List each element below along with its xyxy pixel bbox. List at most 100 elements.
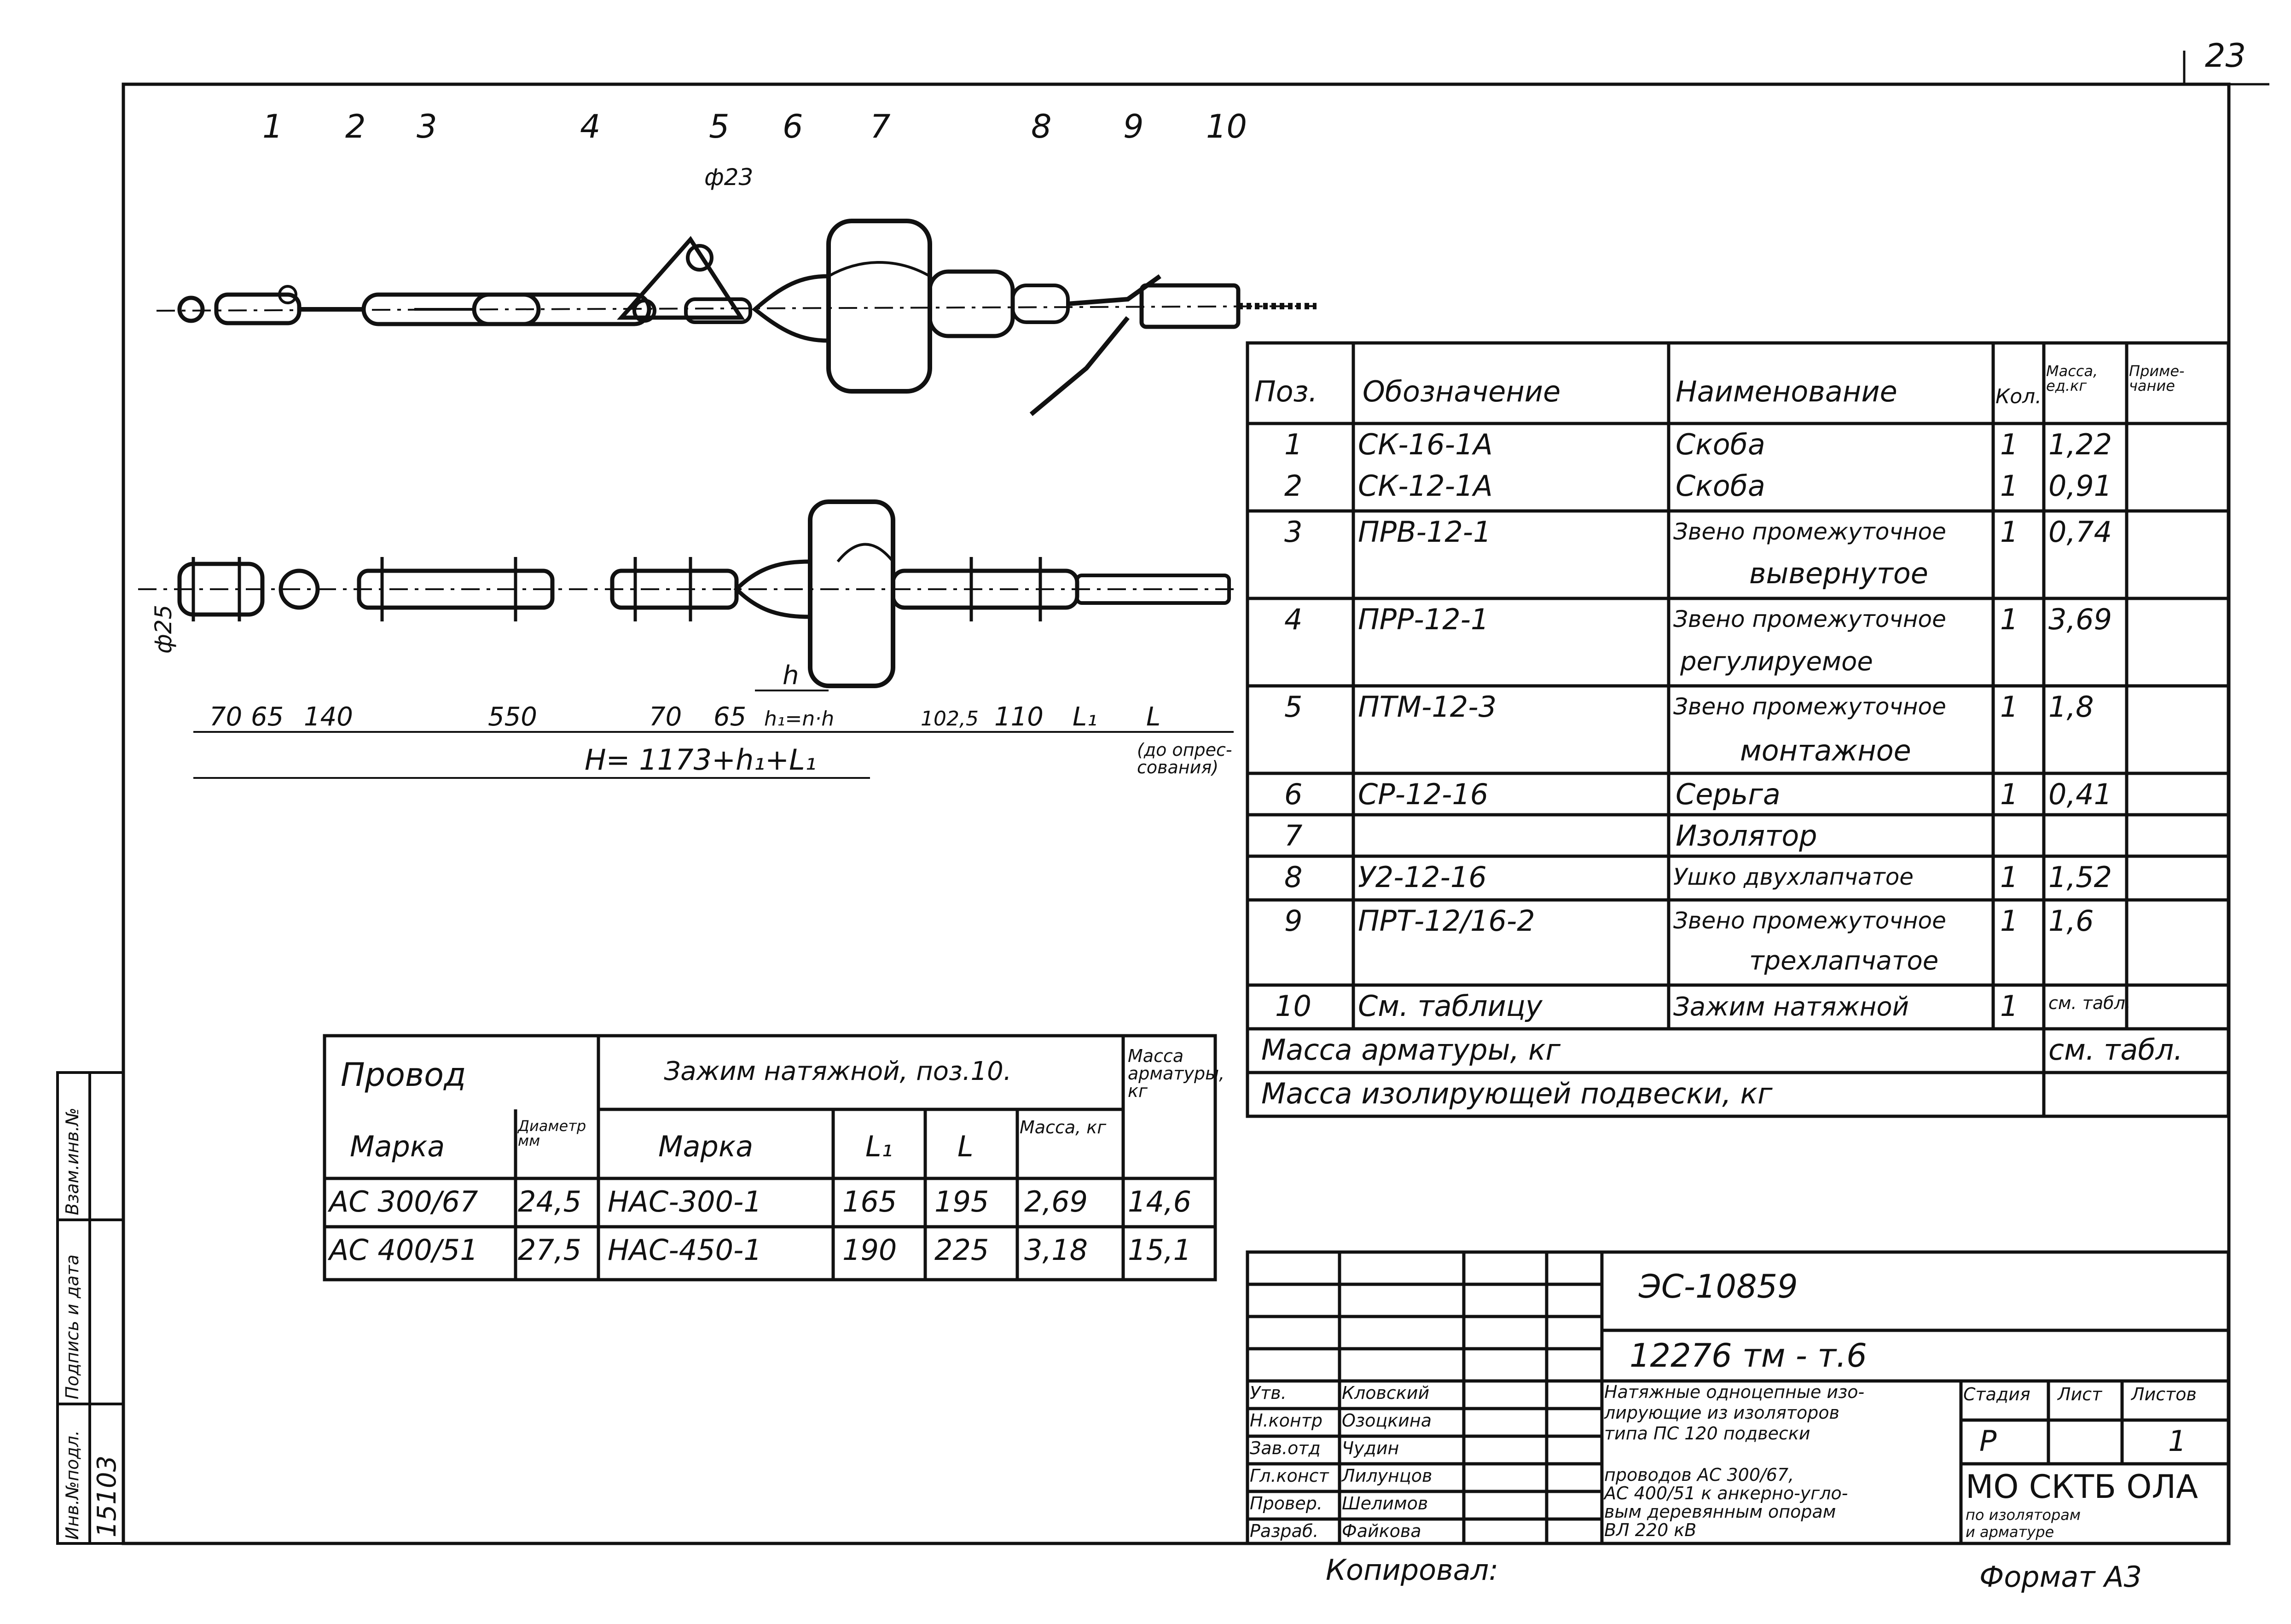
spec-name: Звено промежуточное: [1673, 606, 1946, 632]
spec-h-pos: Поз.: [1254, 375, 1318, 408]
wt-h-diam: Диаметр мм: [518, 1117, 586, 1149]
spec-pos: 8: [1284, 860, 1303, 894]
spec-code: ПРВ-12-1: [1358, 515, 1491, 549]
callout-4: 4: [580, 108, 601, 145]
spec-mass: 1,6: [2048, 904, 2094, 938]
spec-mass: 3,69: [2048, 603, 2112, 636]
stamp-inv-number: 15103: [92, 1455, 122, 1537]
tb-role: Н.контр: [1250, 1410, 1322, 1431]
spec-code: ПТМ-12-3: [1358, 690, 1497, 724]
spec-mass: 1,8: [2048, 690, 2094, 724]
spec-code: СР-12-16: [1358, 777, 1489, 811]
tb-role: Зав.отд: [1250, 1438, 1321, 1458]
spec-name: Изолятор: [1676, 819, 1817, 853]
tb-title-line: Натяжные одноцепные изо-: [1604, 1382, 1865, 1402]
dim-h1: h₁=n·h: [764, 707, 835, 731]
spec-qty: 1: [2000, 777, 2018, 811]
tb-role: Гл.конст: [1250, 1466, 1329, 1486]
dim-102-5: 102,5: [921, 707, 979, 731]
spec-mass-fittings-value: см. табл.: [2048, 1033, 2183, 1067]
spec-code: СК-16-1А: [1358, 428, 1493, 461]
spec-qty: 1: [2000, 515, 2018, 549]
wt-diam: 24,5: [518, 1185, 582, 1218]
tb-code1: ЭС-10859: [1639, 1268, 1798, 1305]
callout-2: 2: [345, 108, 366, 145]
spec-code: У2-12-16: [1358, 860, 1487, 894]
tb-copied: Копировал:: [1326, 1553, 1499, 1587]
spec-qty: 1: [2000, 603, 2018, 636]
spec-table-grid: [1246, 341, 2230, 1118]
callout-10: 10: [1206, 108, 1247, 145]
wt-wire: АС 400/51: [329, 1233, 478, 1267]
side-stamp-grid: [56, 1071, 125, 1545]
spec-mass-fittings-label: Масса арматуры, кг: [1261, 1033, 1561, 1067]
spec-name: Зажим натяжной: [1673, 992, 1909, 1022]
spec-name: Звено промежуточное: [1673, 693, 1946, 720]
callout-1: 1: [262, 108, 283, 145]
wt-h-L: L: [957, 1130, 974, 1163]
spec-code: ПРР-12-1: [1358, 603, 1489, 636]
spec-qty: 1: [2000, 860, 2018, 894]
spec-name2: монтажное: [1740, 734, 1911, 767]
spec-mass: 0,91: [2048, 469, 2112, 503]
stamp-label-inv: Инв.№подл.: [62, 1430, 82, 1540]
wt-mass: 3,18: [1024, 1233, 1088, 1267]
assembly-front-view: [138, 499, 1234, 688]
wt-L: 225: [934, 1233, 989, 1267]
spec-qty: 1: [2000, 469, 2018, 503]
wt-h-wire: Провод: [341, 1056, 466, 1094]
spec-mass: см. табл.: [2048, 993, 2131, 1013]
spec-mass: 1,22: [2048, 428, 2112, 461]
tb-person: Чудин: [1342, 1438, 1399, 1458]
callout-5: 5: [709, 108, 730, 145]
dim-h: h: [783, 661, 799, 690]
spec-h-qty: Кол.: [1995, 385, 2042, 408]
wt-total: 14,6: [1128, 1185, 1192, 1218]
spec-mass: 1,52: [2048, 860, 2112, 894]
dim-L: L: [1146, 702, 1161, 732]
wt-clamp: НАС-450-1: [608, 1233, 762, 1267]
spec-qty: 1: [2000, 428, 2018, 461]
spec-pos: 1: [1284, 428, 1303, 461]
spec-pos: 6: [1284, 777, 1303, 811]
spec-mass: 0,41: [2048, 777, 2112, 811]
spec-pos: 9: [1284, 904, 1303, 938]
callout-7: 7: [870, 108, 891, 145]
spec-pos: 4: [1284, 603, 1303, 636]
tb-org3: и арматуре: [1966, 1523, 2054, 1541]
dim-65b: 65: [713, 702, 747, 732]
dim-140: 140: [304, 702, 353, 732]
dim-110: 110: [994, 702, 1044, 732]
stamp-label-replace: Взам.инв.№: [62, 1108, 82, 1215]
spec-mass: 0,74: [2048, 515, 2112, 549]
title-block-grid: [1246, 1250, 2230, 1545]
spec-name2: вывернутое: [1749, 557, 1928, 590]
spec-name: Скоба: [1676, 428, 1765, 461]
dim-550: 550: [488, 702, 537, 732]
spec-name2: трехлапчатое: [1749, 946, 1939, 976]
tb-person: Кловский: [1342, 1383, 1430, 1403]
spec-qty: 1: [2000, 690, 2018, 724]
callout-8: 8: [1031, 108, 1052, 145]
spec-name: Ушко двухлапчатое: [1673, 864, 1914, 890]
dimension-lines: [193, 690, 1234, 779]
tb-sheets: 1: [2168, 1424, 2187, 1458]
spec-name: Звено промежуточное: [1673, 907, 1946, 934]
tb-code2: 12276 тм - т.6: [1630, 1337, 1867, 1375]
tb-title-line: проводов АС 300/67,: [1604, 1465, 1794, 1485]
tb-title-line: АС 400/51 к анкерно-угло-: [1604, 1483, 1848, 1503]
wire-table-grid: [323, 1034, 1217, 1282]
tb-title-line: вым деревянным опорам: [1604, 1502, 1836, 1522]
wt-h-brand: Марка: [350, 1130, 445, 1163]
spec-name: Звено промежуточное: [1673, 518, 1946, 545]
wt-h-clamp: Зажим натяжной, поз.10.: [664, 1056, 1012, 1086]
dim-70a: 70: [209, 702, 243, 732]
spec-code: СК-12-1А: [1358, 469, 1493, 503]
spec-pos: 3: [1284, 515, 1303, 549]
tb-title-line: лирующие из изоляторов: [1604, 1403, 1839, 1423]
spec-name2: регулируемое: [1680, 647, 1873, 677]
page-number: 23: [2205, 37, 2246, 75]
spec-code: См. таблицу: [1358, 989, 1543, 1023]
wt-L1: 165: [842, 1185, 897, 1218]
